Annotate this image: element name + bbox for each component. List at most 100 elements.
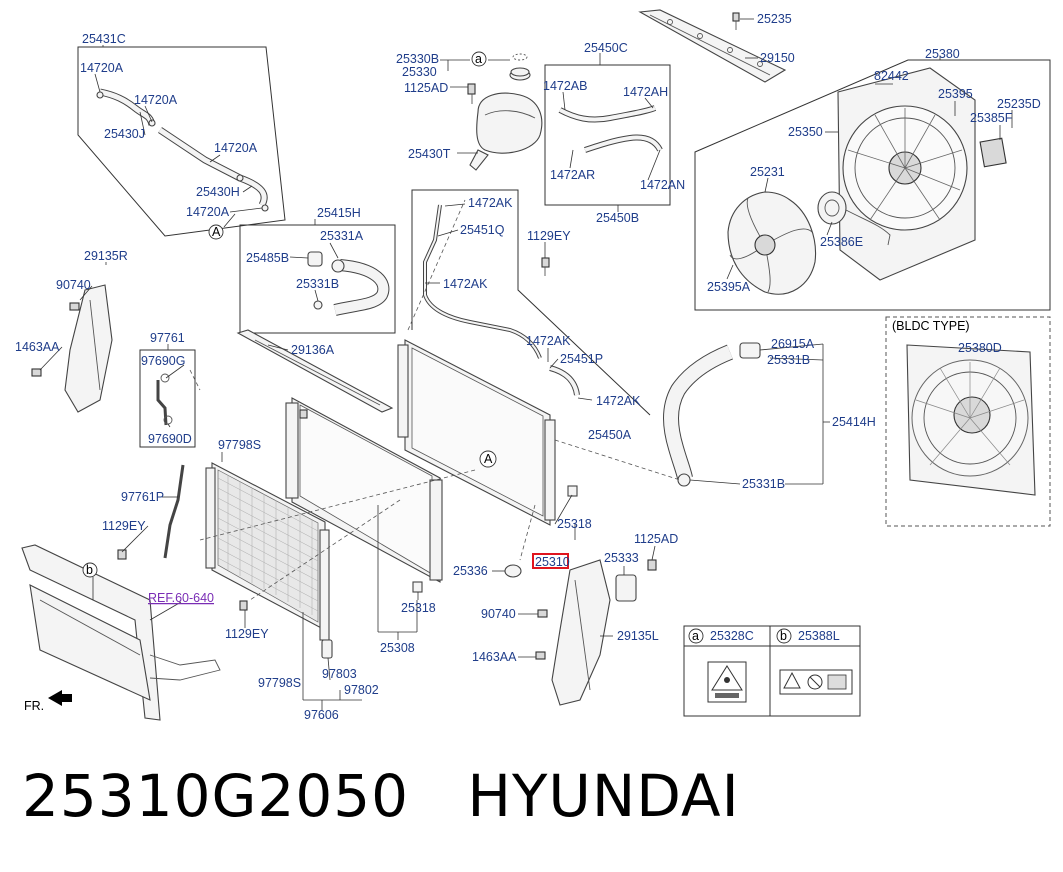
- clamp-14720A: [236, 174, 244, 182]
- clamp-25331B: [677, 473, 691, 487]
- label-25331B: 25331B: [767, 353, 810, 367]
- label-25395A: 25395A: [707, 280, 751, 294]
- label-97798S: 97798S: [258, 676, 301, 690]
- label-25430T: 25430T: [408, 147, 451, 161]
- clamp-14720A: [261, 204, 269, 212]
- label-25385F: 25385F: [970, 111, 1013, 125]
- label-25415H: 25415H: [317, 206, 361, 220]
- label-25451Q: 25451Q: [460, 223, 505, 237]
- label-front-direction: FR.: [24, 699, 44, 713]
- bldc-type-frame: [885, 316, 1051, 527]
- label-25336: 25336: [453, 564, 488, 578]
- callout-circle-a: [479, 450, 497, 468]
- label-1129EY: 1129EY: [225, 627, 269, 641]
- front-arrow-icon: [48, 690, 72, 706]
- label-97802: 97802: [344, 683, 379, 697]
- label-14720A: 14720A: [214, 141, 258, 155]
- cap-25485B: [307, 251, 323, 267]
- caution-pictogram-icon: [779, 669, 853, 695]
- label-25310[interactable]: 25310: [535, 555, 570, 569]
- bolt-1463AA: [31, 368, 42, 377]
- label-1472AK: 1472AK: [443, 277, 488, 291]
- clamp-25331B: [313, 300, 323, 310]
- label-90740: 90740: [481, 607, 516, 621]
- label-25430J: 25430J: [104, 127, 145, 141]
- clamp-14720A: [96, 91, 104, 99]
- label-29135R: 29135R: [84, 249, 128, 263]
- highlight-box-25310[interactable]: [532, 553, 569, 569]
- label-1472AK: 1472AK: [468, 196, 513, 210]
- hose-25450C: [558, 105, 663, 153]
- label-legend-table: a 25328C b 25388L: [683, 625, 861, 717]
- part-number: 25310G2050: [22, 762, 410, 830]
- label-14720A: 14720A: [80, 61, 124, 75]
- label-25450A: 25450A: [588, 428, 632, 442]
- air-guard-29135L: [551, 559, 611, 706]
- legend-letter-a: a: [692, 629, 699, 643]
- label-25450C: 25450C: [584, 41, 628, 55]
- air-guard-29135R: [64, 284, 113, 413]
- seal-97690: [156, 373, 173, 426]
- bolt-1129EY: [541, 257, 550, 276]
- fan-group-frame-25380: [694, 59, 1051, 311]
- callout-letter: b: [86, 563, 93, 577]
- bolt-25235: [732, 12, 740, 30]
- callout-circle-a: [208, 224, 224, 240]
- label-25330: 25330: [402, 65, 437, 79]
- upper-bar-29136A: [236, 329, 394, 413]
- hose-25415H: [333, 259, 390, 316]
- label-25414H: 25414H: [832, 415, 876, 429]
- label-25318: 25318: [401, 601, 436, 615]
- label-90740: 90740: [56, 278, 91, 292]
- callout-letter: A: [212, 225, 221, 239]
- label-25333: 25333: [604, 551, 639, 565]
- label-97761: 97761: [150, 331, 185, 345]
- bldc-fan-25380D: [906, 344, 1036, 496]
- label-25430H: 25430H: [196, 185, 240, 199]
- reservoir-hose-group-frame-25450C: [544, 64, 671, 206]
- label-25450B: 25450B: [596, 211, 639, 225]
- label-1472AB: 1472AB: [543, 79, 587, 93]
- label-82442: 82442: [874, 69, 909, 83]
- hose-25451Q: [423, 204, 542, 359]
- callout-letter: A: [484, 452, 493, 466]
- condenser-line-97761P: [163, 464, 185, 559]
- bolt-1125AD: [467, 83, 476, 104]
- label-1472AK: 1472AK: [596, 394, 641, 408]
- hose-group-frame-25431C: [77, 46, 286, 237]
- label-25331A: 25331A: [320, 229, 364, 243]
- warning-pictogram-icon: [707, 661, 747, 703]
- label-1472AK: 1472AK: [526, 334, 571, 348]
- fan-motor-25386E: [817, 191, 891, 246]
- label-14720A: 14720A: [186, 205, 230, 219]
- label-25485B: 25485B: [246, 251, 289, 265]
- label-bldc-type: (BLDC TYPE): [892, 319, 970, 333]
- fitting-26915A: [739, 342, 761, 359]
- label-97690D: 97690D: [148, 432, 192, 446]
- ref-link-60-640[interactable]: REF.60-640: [148, 591, 214, 605]
- bolt-90740: [69, 302, 80, 311]
- insulator-25336: [504, 564, 522, 578]
- label-25330B: 25330B: [396, 52, 439, 66]
- radiator-frame: [397, 339, 556, 526]
- label-29136A: 29136A: [291, 343, 335, 357]
- label-1125AD: 1125AD: [634, 532, 678, 546]
- radiator-25310: [285, 397, 443, 583]
- label-1129EY: 1129EY: [102, 519, 146, 533]
- callout-letter: a: [475, 52, 482, 66]
- fan-blade-25231: [727, 191, 817, 295]
- label-1472AR: 1472AR: [550, 168, 595, 182]
- label-97761P: 97761P: [121, 490, 164, 504]
- callout-circle-a: [471, 51, 487, 67]
- label-1125AD: 1125AD: [404, 81, 448, 95]
- label-25395: 25395: [938, 87, 973, 101]
- hose-25414H: [663, 344, 734, 480]
- label-97798S: 97798S: [218, 438, 261, 452]
- label-25331B: 25331B: [296, 277, 339, 291]
- resistor-25385F: [979, 137, 1007, 168]
- label-97690G: 97690G: [141, 354, 185, 368]
- label-25350: 25350: [788, 125, 823, 139]
- clamp-25331A: [331, 259, 345, 273]
- hose-group-frame-25451Q: [411, 189, 651, 416]
